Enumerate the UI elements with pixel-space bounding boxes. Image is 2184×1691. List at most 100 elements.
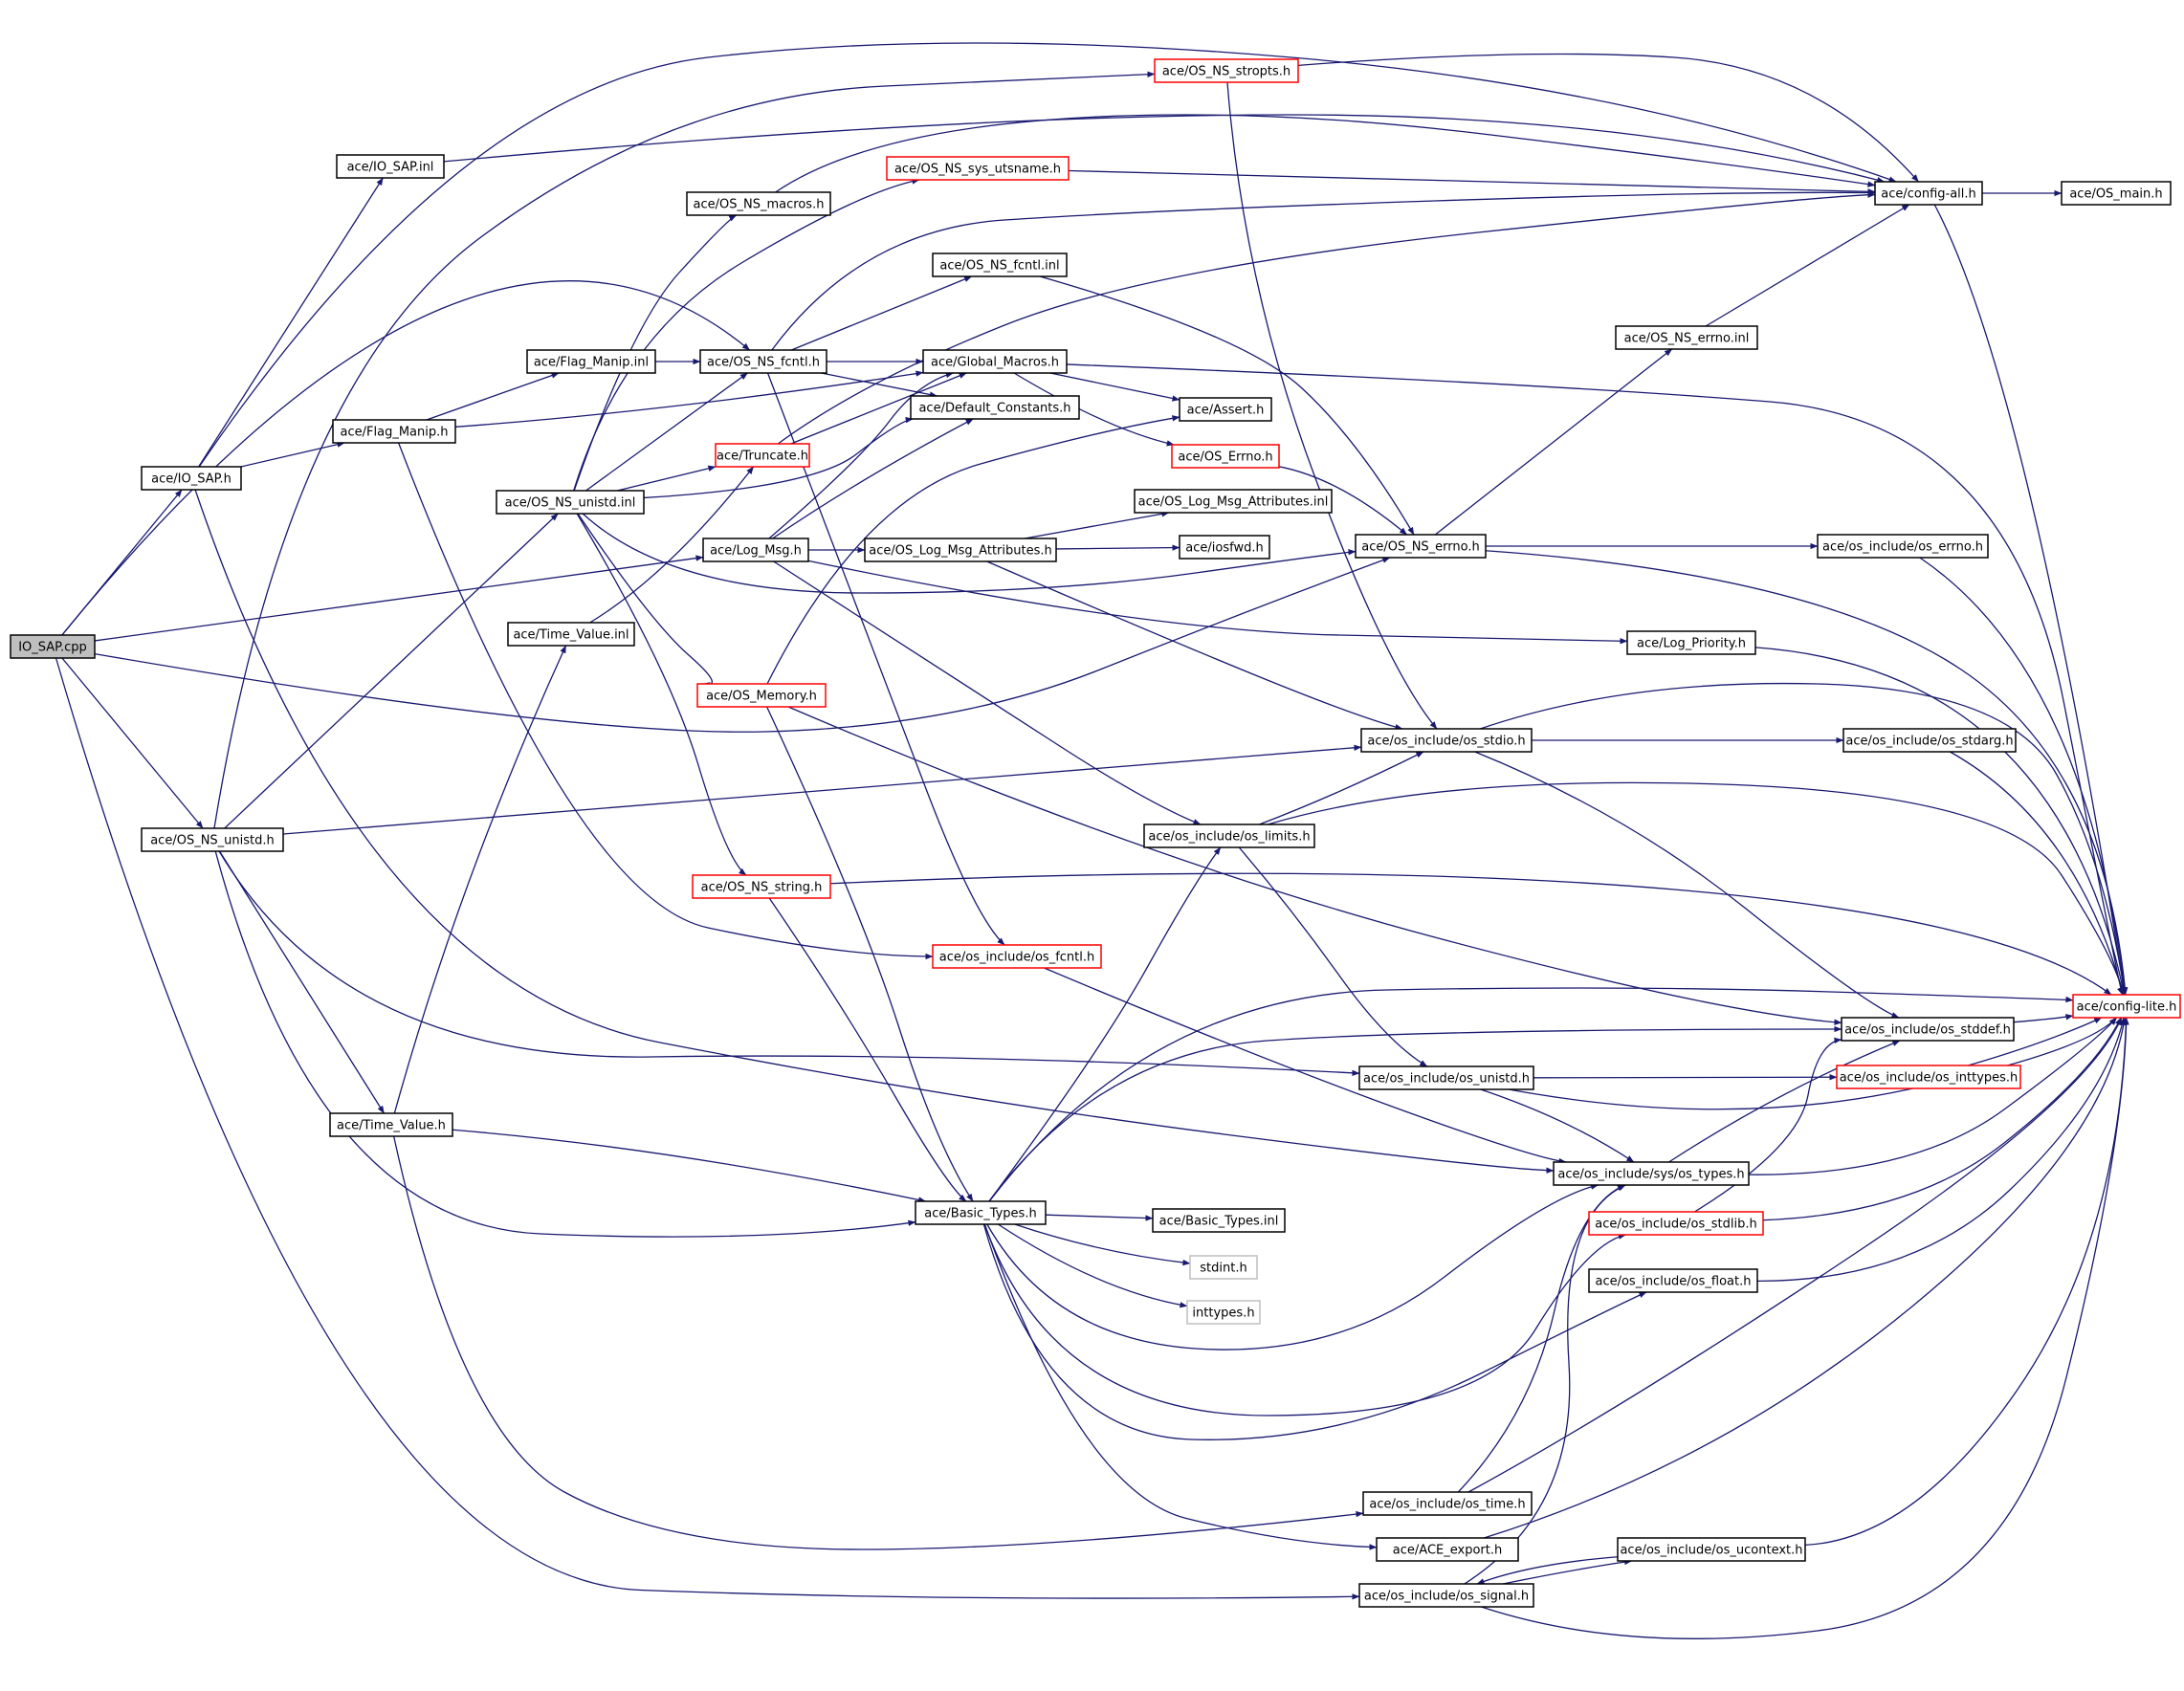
node-os-signal[interactable]: ace/os_include/os_signal.h [1358,1583,1534,1608]
node-box[interactable] [932,944,1102,969]
node-flag-manip-inl[interactable]: ace/Flag_Manip.inl [526,349,656,374]
node-config-all[interactable]: ace/config-all.h [1874,181,1983,206]
node-box[interactable] [702,538,809,562]
node-box[interactable] [1626,630,1756,655]
node-ns-errno-inl[interactable]: ace/OS_NS_errno.inl [1615,325,1758,350]
node-stdint[interactable]: stdint.h [1189,1255,1258,1280]
node-box[interactable] [910,395,1080,420]
node-box[interactable] [1588,1211,1764,1236]
node-assert[interactable]: ace/Assert.h [1179,397,1272,422]
node-box[interactable] [932,253,1068,277]
node-box[interactable] [1134,489,1333,514]
node-box[interactable] [10,634,96,659]
node-sys-types[interactable]: ace/os_include/sys/os_types.h [1553,1161,1750,1186]
node-box[interactable] [886,156,1070,181]
node-box[interactable] [526,349,656,374]
node-box[interactable] [2072,994,2181,1019]
node-default-constants[interactable]: ace/Default_Constants.h [910,395,1080,420]
node-box[interactable] [141,466,242,491]
node-ns-fcntl-inl[interactable]: ace/OS_NS_fcntl.inl [932,253,1068,277]
node-os-stdio[interactable]: ace/os_include/os_stdio.h [1360,728,1533,753]
node-box[interactable] [1836,1065,2021,1089]
node-box[interactable] [699,349,827,374]
node-box[interactable] [1360,728,1533,753]
node-ns-errno-h[interactable]: ace/OS_NS_errno.h [1355,534,1487,559]
node-box[interactable] [922,349,1068,374]
node-box[interactable] [1189,1255,1258,1280]
node-basic-types-inl[interactable]: ace/Basic_Types.inl [1152,1208,1286,1233]
node-os-inttypes[interactable]: ace/os_include/os_inttypes.h [1836,1065,2021,1089]
node-os-stdarg[interactable]: ace/os_include/os_stdarg.h [1842,728,2017,753]
node-os-limits[interactable]: ace/os_include/os_limits.h [1143,824,1315,848]
node-box[interactable] [2061,181,2172,206]
node-log-msg-attr-inl[interactable]: ace/OS_Log_Msg_Attributes.inl [1134,489,1333,514]
node-box[interactable] [1186,1300,1261,1325]
node-time-value-inl[interactable]: ace/Time_Value.inl [507,622,635,647]
node-box[interactable] [1152,1208,1286,1233]
node-box[interactable] [1842,728,2017,753]
node-box[interactable] [686,191,831,216]
node-ns-macros[interactable]: ace/OS_NS_macros.h [686,191,831,216]
node-os-fcntl-inc[interactable]: ace/os_include/os_fcntl.h [932,944,1102,969]
node-os-ucontext[interactable]: ace/os_include/os_ucontext.h [1617,1537,1806,1562]
node-box[interactable] [1358,1065,1534,1090]
node-ns-fcntl-h[interactable]: ace/OS_NS_fcntl.h [699,349,827,374]
node-iosap-h[interactable]: ace/IO_SAP.h [141,466,242,491]
node-box[interactable] [1179,397,1272,422]
node-inttypes[interactable]: inttypes.h [1186,1300,1261,1325]
node-basic-types-h[interactable]: ace/Basic_Types.h [915,1200,1047,1225]
node-log-priority[interactable]: ace/Log_Priority.h [1626,630,1756,655]
node-truncate[interactable]: ace/Truncate.h [715,443,810,468]
node-ns-string[interactable]: ace/OS_NS_string.h [692,874,831,899]
node-os-memory[interactable]: ace/OS_Memory.h [696,683,827,708]
node-stropts[interactable]: ace/OS_NS_stropts.h [1154,58,1299,83]
node-os-time[interactable]: ace/os_include/os_time.h [1362,1491,1533,1516]
node-box[interactable] [1355,534,1487,559]
node-box[interactable] [1817,534,1989,559]
node-log-msg-attr-h[interactable]: ace/OS_Log_Msg_Attributes.h [864,538,1057,562]
node-iosfwd[interactable]: ace/iosfwd.h [1179,535,1270,560]
node-os-unistd-inc[interactable]: ace/os_include/os_unistd.h [1358,1065,1534,1090]
node-box[interactable] [1358,1583,1534,1608]
node-box[interactable] [507,622,635,647]
node-box[interactable] [336,154,445,179]
node-time-value-h[interactable]: ace/Time_Value.h [329,1112,453,1137]
node-global-macros[interactable]: ace/Global_Macros.h [922,349,1068,374]
node-box[interactable] [1615,325,1758,350]
node-box[interactable] [1553,1161,1750,1186]
node-box[interactable] [864,538,1057,562]
node-iosap-inl[interactable]: ace/IO_SAP.inl [336,154,445,179]
node-box[interactable] [715,443,810,468]
node-box[interactable] [1617,1537,1806,1562]
node-ns-unistd-h[interactable]: ace/OS_NS_unistd.h [141,827,284,852]
node-os-main[interactable]: ace/OS_main.h [2061,181,2172,206]
node-box[interactable] [1376,1537,1519,1562]
node-box[interactable] [332,419,456,444]
node-os-errno-inc[interactable]: ace/os_include/os_errno.h [1817,534,1989,559]
node-sys-utsname[interactable]: ace/OS_NS_sys_utsname.h [886,156,1070,181]
node-ns-unistd-inl[interactable]: ace/OS_NS_unistd.inl [496,490,645,515]
node-box[interactable] [1362,1491,1533,1516]
node-box[interactable] [1874,181,1983,206]
node-box[interactable] [329,1112,453,1137]
node-box[interactable] [1171,444,1280,469]
node-os-stddef[interactable]: ace/os_include/os_stddef.h [1841,1017,2015,1042]
node-box[interactable] [1143,824,1315,848]
node-box[interactable] [1841,1017,2015,1042]
node-log-msg[interactable]: ace/Log_Msg.h [702,538,809,562]
node-box[interactable] [1179,535,1270,560]
node-os-stdlib[interactable]: ace/os_include/os_stdlib.h [1588,1211,1764,1236]
node-box[interactable] [915,1200,1047,1225]
node-flag-manip-h[interactable]: ace/Flag_Manip.h [332,419,456,444]
node-os-errno-h[interactable]: ace/OS_Errno.h [1171,444,1280,469]
node-box[interactable] [1154,58,1299,83]
node-box[interactable] [496,490,645,515]
node-root[interactable]: IO_SAP.cpp [10,634,96,659]
node-box[interactable] [141,827,284,852]
node-box[interactable] [696,683,827,708]
node-ace-export[interactable]: ace/ACE_export.h [1376,1537,1519,1562]
node-box[interactable] [1588,1268,1758,1293]
node-config-lite[interactable]: ace/config-lite.h [2072,994,2181,1019]
node-os-float[interactable]: ace/os_include/os_float.h [1588,1268,1758,1293]
node-box[interactable] [692,874,831,899]
